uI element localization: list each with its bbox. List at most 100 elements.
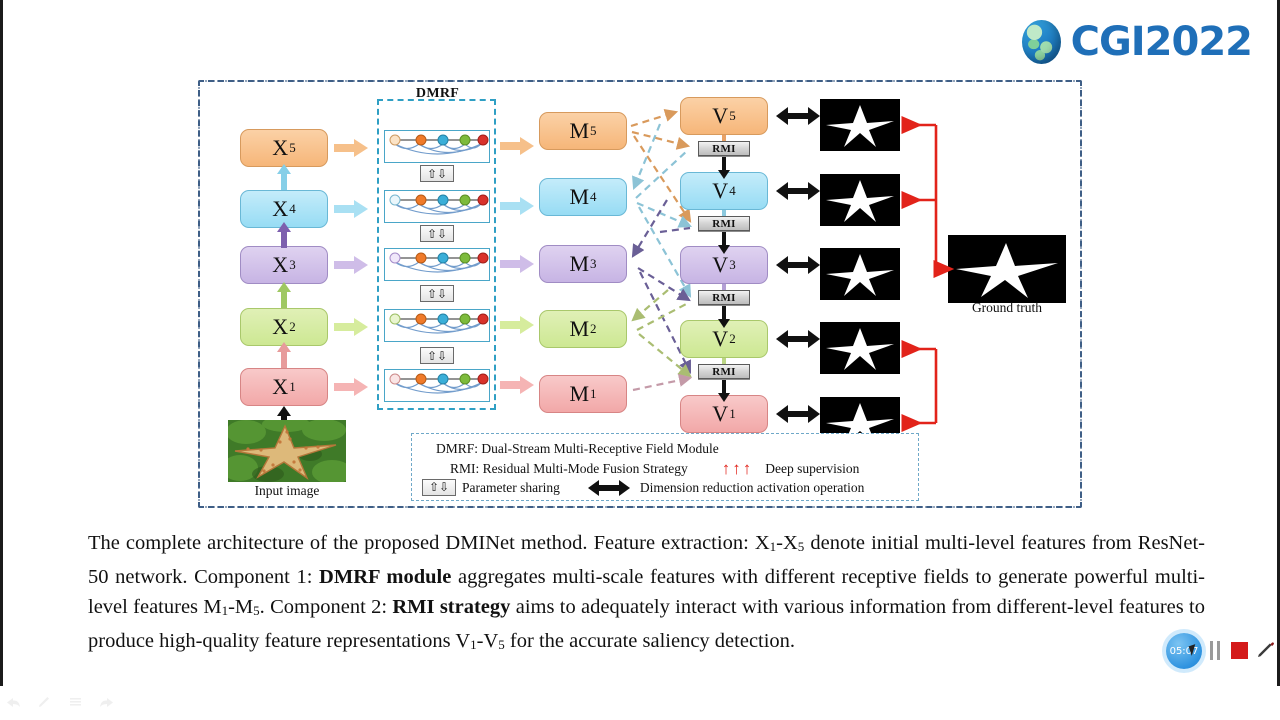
window-edge-right bbox=[1277, 0, 1280, 686]
block-v2-subscript: 2 bbox=[729, 331, 736, 346]
dim-reduction-arrow-4 bbox=[776, 182, 820, 200]
dmrf-graph-icon bbox=[389, 313, 489, 334]
bottom-toolbar[interactable] bbox=[6, 696, 114, 709]
prediction-map-5 bbox=[820, 99, 900, 151]
logo-text: CGI2022 bbox=[1070, 19, 1253, 65]
dmrf-cell-5 bbox=[384, 130, 490, 163]
dim-reduction-arrow-3 bbox=[776, 256, 820, 274]
forward-icon[interactable] bbox=[99, 696, 114, 709]
dmrf-graph-icon bbox=[389, 252, 489, 273]
rmi-label: RMI bbox=[712, 291, 736, 304]
block-m1-subscript: 1 bbox=[590, 386, 597, 401]
block-v3-subscript: 3 bbox=[729, 257, 736, 272]
input-image bbox=[228, 420, 346, 482]
caption-sub-v1: 1 bbox=[470, 637, 477, 652]
rmi-label: RMI bbox=[712, 365, 736, 378]
block-v4-label: V bbox=[712, 178, 729, 203]
block-m4-label: M bbox=[569, 184, 590, 209]
arrow-x2-to-x3 bbox=[277, 282, 291, 308]
recording-timer[interactable]: 05:07 bbox=[1166, 633, 1202, 669]
legend-rmi-text: RMI: Residual Multi-Mode Fusion Strategy bbox=[450, 460, 688, 476]
stop-record-button[interactable] bbox=[1231, 642, 1248, 659]
block-v5-subscript: 5 bbox=[729, 108, 736, 123]
block-v5-label: V bbox=[712, 103, 729, 128]
arrow-x1-to-x2 bbox=[277, 342, 291, 368]
arrow-x3-to-x4 bbox=[277, 222, 291, 248]
param-share-icon: ⇧⇩ bbox=[426, 286, 448, 301]
block-m4-subscript: 4 bbox=[590, 189, 597, 204]
param-share-chip-3: ⇧⇩ bbox=[420, 225, 454, 242]
param-share-chip-4: ⇧⇩ bbox=[420, 165, 454, 182]
caption-sub-m1: 1 bbox=[221, 603, 229, 618]
legend-deep-supervision-text: Deep supervision bbox=[765, 460, 860, 476]
block-x1-subscript: 1 bbox=[289, 379, 296, 394]
block-v1-label: V bbox=[712, 401, 729, 426]
figure-caption-paragraph: The complete architecture of the propose… bbox=[88, 528, 1205, 660]
dim-reduction-arrow-1 bbox=[776, 405, 820, 423]
block-x4-label: X bbox=[272, 196, 289, 221]
list-icon[interactable] bbox=[68, 696, 83, 709]
caption-seg-2b: -M bbox=[228, 596, 254, 618]
arrow-rmi4-to-v4 bbox=[718, 157, 730, 179]
caption-sub-x5: 5 bbox=[797, 539, 805, 554]
dmrf-cell-2 bbox=[384, 309, 490, 342]
block-m3-subscript: 3 bbox=[590, 256, 597, 271]
rmi-chip-1: RMI bbox=[698, 364, 750, 379]
arrow-dmrf-to-m2 bbox=[500, 316, 534, 334]
pencil-icon[interactable] bbox=[37, 696, 52, 709]
block-x2-subscript: 2 bbox=[289, 319, 296, 334]
recording-timer-text: 05:07 bbox=[1169, 645, 1199, 657]
param-share-chip-1: ⇧⇩ bbox=[420, 347, 454, 364]
block-x3-label: X bbox=[272, 252, 289, 277]
prediction-map-4 bbox=[820, 174, 900, 226]
caption-bold-rmi: RMI strategy bbox=[392, 596, 511, 618]
dimension-reduction-icon bbox=[587, 479, 630, 496]
back-icon[interactable] bbox=[6, 696, 21, 709]
caption-sub-m5: 5 bbox=[253, 603, 260, 618]
block-v3-label: V bbox=[712, 252, 729, 277]
dmrf-cell-1 bbox=[384, 369, 490, 402]
param-share-chip-2: ⇧⇩ bbox=[420, 285, 454, 302]
block-v1-subscript: 1 bbox=[729, 406, 736, 421]
caption-bold-dmrf: DMRF module bbox=[319, 566, 452, 588]
block-x5-label: X bbox=[272, 135, 289, 160]
dmrf-graph-icon bbox=[389, 134, 489, 155]
arrow-x4-to-dmrf bbox=[334, 200, 368, 218]
pencil-icon bbox=[1258, 642, 1274, 657]
arrow-rmi1-to-v1 bbox=[718, 380, 730, 402]
block-x1-label: X bbox=[272, 374, 289, 399]
rmi-chip-4: RMI bbox=[698, 141, 750, 156]
pencil-button[interactable] bbox=[1255, 640, 1275, 660]
legend-dimension-reduction-text: Dimension reduction activation operation bbox=[639, 480, 865, 496]
rmi-chip-3: RMI bbox=[698, 216, 750, 231]
param-share-icon: ⇧⇩ bbox=[426, 166, 448, 181]
cgi-logo: CGI2022 bbox=[1022, 16, 1253, 68]
block-x4-subscript: 4 bbox=[289, 201, 296, 216]
dmrf-cell-3 bbox=[384, 248, 490, 281]
ground-truth-caption: Ground truth bbox=[971, 300, 1043, 315]
pause-button[interactable] bbox=[1210, 641, 1220, 660]
dim-reduction-arrow-5 bbox=[776, 107, 820, 125]
caption-seg-1c: denote initial multi-level features from… bbox=[88, 532, 1205, 588]
legend-rmi-line: RMI: Residual Multi-Mode Fusion Strategy… bbox=[422, 459, 908, 479]
window-edge-left bbox=[0, 0, 3, 686]
block-m3-label: M bbox=[569, 251, 590, 276]
rmi-label: RMI bbox=[712, 217, 736, 230]
deep-supervision-arrow-icon: ↑↑↑ bbox=[721, 458, 754, 478]
caption-seg-2: aggregates multi-scale features with dif… bbox=[88, 566, 1205, 618]
dmrf-group-title: DMRF bbox=[415, 86, 460, 101]
globe-icon bbox=[1022, 20, 1061, 64]
prediction-map-3 bbox=[820, 248, 900, 300]
dmrf-cell-4 bbox=[384, 190, 490, 223]
arrow-x2-to-dmrf bbox=[334, 318, 368, 336]
dim-reduction-arrow-2 bbox=[776, 330, 820, 348]
caption-seg-3c: for the accurate saliency detection. bbox=[504, 630, 796, 652]
